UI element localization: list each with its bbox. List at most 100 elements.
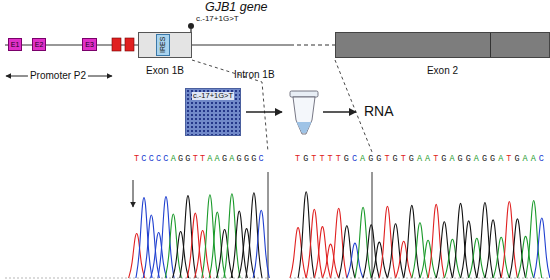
- trace-peak: [224, 194, 240, 278]
- sequence-read: TCCCCAGGTTAAGAGGGC: [134, 155, 266, 164]
- node-label: Exon 1B: [146, 65, 184, 76]
- base-letter: A: [207, 154, 214, 164]
- trace-peak: [493, 237, 509, 278]
- trace-peak: [231, 211, 247, 278]
- trace-peak: [517, 236, 533, 278]
- base-letter: C: [539, 154, 547, 164]
- base-letter: G: [514, 154, 522, 164]
- base-letter: T: [295, 154, 303, 164]
- base-letter: T: [433, 154, 441, 164]
- promoter-element-box: E1: [8, 38, 22, 51]
- base-letter: A: [449, 154, 457, 164]
- base-letter: A: [417, 154, 425, 164]
- trace-peak: [136, 198, 152, 278]
- product-label: RNA: [364, 104, 394, 119]
- base-letter: A: [171, 154, 178, 164]
- mutation-marker: [188, 23, 194, 29]
- base-letter: G: [244, 154, 251, 164]
- chromatogram: [5, 192, 550, 278]
- base-letter: G: [482, 154, 490, 164]
- trace-peak: [444, 239, 460, 278]
- trace-peak: [290, 228, 306, 278]
- node-label: E2: [35, 41, 44, 49]
- base-letter: C: [156, 154, 163, 164]
- tube-icon: [290, 91, 318, 134]
- trace-peak: [396, 241, 412, 278]
- promoter-element: [125, 38, 134, 51]
- node-label: c.-17+1G>T: [192, 92, 234, 100]
- base-letter: A: [215, 154, 222, 164]
- node-label: E3: [85, 41, 94, 49]
- base-letter: C: [163, 154, 170, 164]
- base-letter: G: [222, 154, 229, 164]
- base-letter: T: [311, 154, 319, 164]
- trace-peak: [347, 243, 363, 278]
- node-label: Exon 2: [427, 65, 458, 76]
- base-letter: G: [237, 154, 244, 164]
- trace-baseline: [290, 278, 550, 279]
- base-letter: T: [328, 154, 336, 164]
- base-letter: T: [336, 154, 344, 164]
- trace-peak: [298, 192, 314, 278]
- mutation-label: c.-17+1G>T: [196, 15, 239, 24]
- base-letter: G: [344, 154, 352, 164]
- base-letter: G: [251, 154, 258, 164]
- base-letter: G: [178, 154, 185, 164]
- base-letter: G: [466, 154, 474, 164]
- base-letter: T: [134, 154, 141, 164]
- trace-baseline: [5, 278, 268, 279]
- exon-box: Exon 2: [335, 32, 550, 58]
- base-letter: G: [441, 154, 449, 164]
- base-letter: A: [425, 154, 433, 164]
- base-letter: G: [368, 154, 376, 164]
- node-label: E1: [11, 41, 20, 49]
- base-letter: A: [360, 154, 368, 164]
- base-letter: T: [384, 154, 392, 164]
- trace-peak: [371, 242, 387, 278]
- base-letter: A: [523, 154, 531, 164]
- base-letter: T: [401, 154, 409, 164]
- trace-peak: [246, 193, 262, 278]
- promoter-element-box: E3: [82, 38, 97, 51]
- region-label: Promoter P2: [28, 70, 88, 81]
- ires-element: IRES: [156, 34, 170, 56]
- junction-line: [268, 172, 269, 280]
- base-letter: G: [185, 154, 192, 164]
- trace-peak: [158, 197, 174, 278]
- base-letter: C: [352, 154, 360, 164]
- figure-title: GJB1 gene: [205, 1, 268, 15]
- trace-peak: [253, 210, 269, 278]
- base-letter: A: [229, 154, 236, 164]
- mutation-pointer: [133, 180, 134, 207]
- base-letter: T: [506, 154, 514, 164]
- trace-peak: [180, 196, 196, 278]
- trace-peak: [143, 215, 159, 278]
- trace-peak: [209, 212, 225, 278]
- base-letter: G: [376, 154, 384, 164]
- base-letter: G: [409, 154, 417, 164]
- promoter-element-box: E2: [32, 38, 46, 51]
- process-arrow: [246, 111, 282, 112]
- trace-peak: [420, 240, 436, 278]
- trace-peak: [534, 218, 550, 278]
- tissue-image: c.-17+1G>T: [185, 88, 241, 136]
- trace-peak: [322, 244, 338, 278]
- base-letter: A: [498, 154, 506, 164]
- base-letter: A: [531, 154, 539, 164]
- trace-peak: [202, 195, 218, 278]
- base-letter: A: [474, 154, 482, 164]
- base-letter: C: [149, 154, 156, 164]
- base-letter: G: [393, 154, 401, 164]
- base-letter: C: [141, 154, 148, 164]
- base-letter: T: [193, 154, 200, 164]
- sequence-read: TGTTTTGCAGGTGTGAATGAGGAGGATGAAC: [295, 155, 547, 164]
- trace-peak: [187, 213, 203, 278]
- region-label: Intron 1B: [234, 69, 275, 80]
- gene-line-gap: [290, 44, 335, 45]
- trace-peak: [501, 201, 517, 278]
- trace-peak: [165, 214, 181, 278]
- process-arrow: [323, 111, 356, 112]
- base-letter: T: [319, 154, 327, 164]
- base-letter: G: [458, 154, 466, 164]
